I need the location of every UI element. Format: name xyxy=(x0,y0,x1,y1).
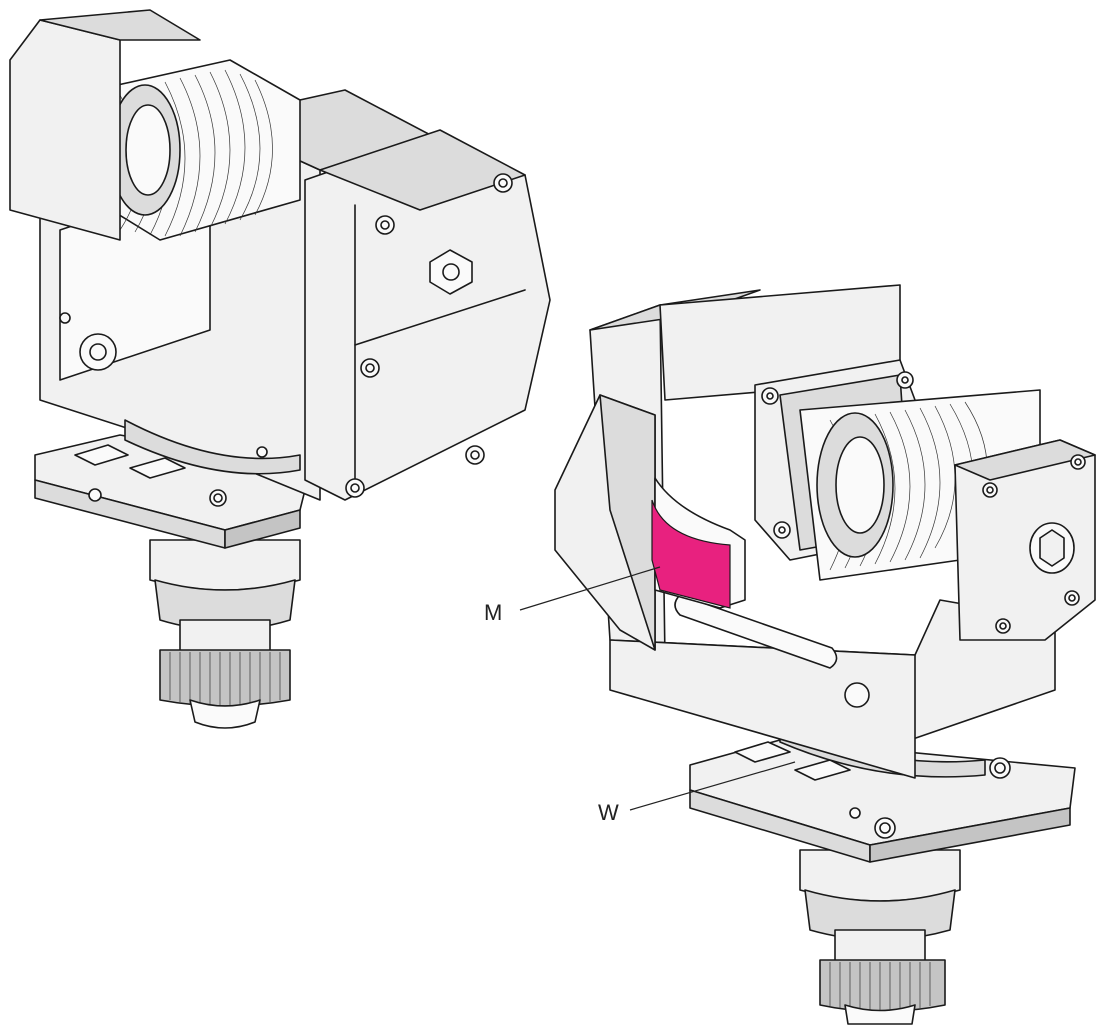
left-gearbox xyxy=(304,129,551,501)
callout-w-leader xyxy=(629,761,796,811)
callout-w: W xyxy=(598,761,796,825)
callout-m-label: M xyxy=(484,600,502,625)
left-end-cap xyxy=(9,9,201,241)
right-end-cap xyxy=(954,439,1096,641)
callout-w-label: W xyxy=(598,800,619,825)
left-scale-ring xyxy=(124,419,301,475)
right-main-body xyxy=(589,284,1056,779)
callout-m: M xyxy=(484,566,661,625)
right-tool-holder xyxy=(554,284,1096,1025)
right-spindle-column xyxy=(799,849,961,1025)
right-front-face xyxy=(554,394,746,651)
left-threaded-shaft xyxy=(94,59,301,241)
callout-m-leader xyxy=(519,566,661,611)
left-tool-holder xyxy=(9,9,551,729)
highlighted-surface-m xyxy=(651,499,731,609)
left-spindle-column xyxy=(149,539,301,729)
